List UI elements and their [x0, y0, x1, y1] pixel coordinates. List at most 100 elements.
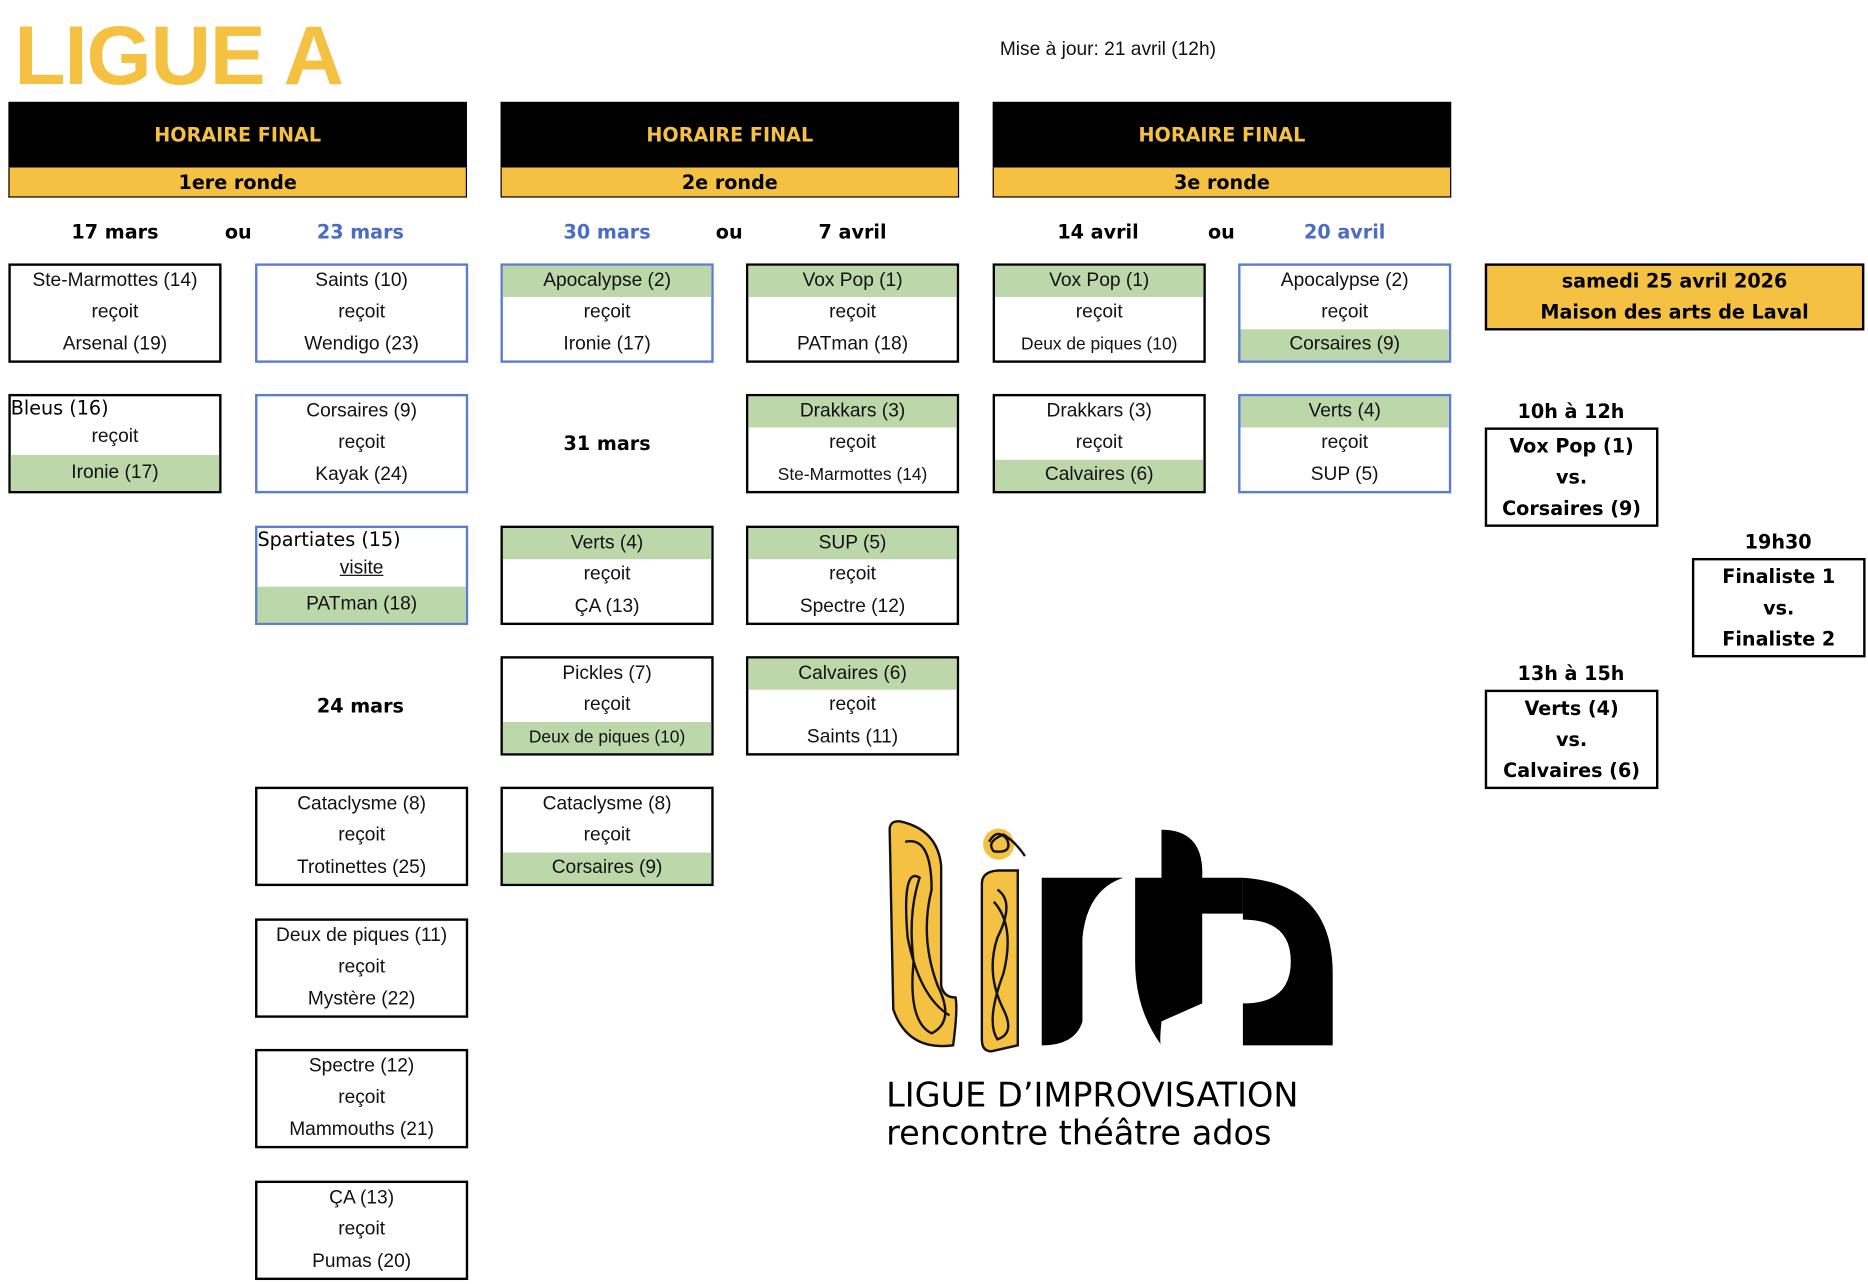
match-card: Corsaires (9) reçoit Kayak (24) [255, 393, 469, 494]
round-name: 3e ronde [992, 167, 1452, 198]
match-card: Spectre (12) reçoit Mammouths (21) [255, 1048, 469, 1149]
away-team: Mammouths (21) [289, 1119, 435, 1140]
match-verb: reçoit [829, 564, 876, 585]
home-team: Verts (4) [1240, 396, 1449, 428]
away-team: PATman (18) [257, 586, 466, 623]
round-date: 23 mars [316, 220, 404, 244]
away-team: Saints (11) [806, 726, 899, 747]
away-team: Calvaires (6) [995, 459, 1204, 491]
round-date: 14 avril [1057, 220, 1139, 244]
away-team: SUP (5) [1310, 464, 1379, 485]
round-date: 17 mars [71, 220, 159, 244]
round-header: HORAIRE FINAL 1ere ronde [8, 101, 467, 200]
vs-label: vs. [1556, 465, 1588, 489]
home-team: Bleus (16) [10, 396, 109, 420]
match-card: Drakkars (3) reçoit Ste-Marmottes (14) [745, 393, 960, 494]
away-team: Deux de piques (10) [1021, 335, 1178, 355]
home-team: Apocalypse (2) [502, 265, 712, 298]
logo-tagline-2: rencontre théâtre ados [886, 1113, 1272, 1154]
match-verb: reçoit [583, 564, 631, 585]
away-team: Arsenal (19) [62, 333, 168, 355]
round-date: 30 mars [563, 220, 651, 244]
round-date: ou [1207, 220, 1235, 244]
round-header: HORAIRE FINAL 2e ronde [500, 101, 960, 200]
away-team: PATman (18) [797, 333, 909, 355]
away-team: Wendigo (23) [304, 333, 419, 355]
team2: Calvaires (6) [1503, 759, 1641, 783]
finals-banner: samedi 25 avril 2026 Maison des arts de … [1484, 263, 1865, 331]
match-card: Cataclysme (8) reçoit Corsaires (9) [500, 786, 714, 887]
last-updated: Mise à jour: 21 avril (12h) [999, 39, 1216, 60]
final-time: 19h30 [1744, 530, 1812, 554]
final-time: 10h à 12h [1517, 399, 1625, 423]
home-team: Pickles (7) [562, 663, 652, 684]
match-card: Calvaires (6) reçoit Saints (11) [745, 656, 960, 756]
home-team: Ste-Marmottes (14) [32, 270, 198, 292]
match-card: Apocalypse (2) reçoit Ironie (17) [500, 263, 714, 363]
home-team: SUP (5) [748, 528, 957, 560]
home-team: Apocalypse (2) [1280, 270, 1409, 292]
vs-label: vs. [1763, 596, 1795, 620]
home-team: Spartiates (15) [257, 528, 401, 551]
away-team: Ironie (17) [563, 333, 651, 355]
round-date: 31 mars [563, 432, 651, 456]
match-verb: reçoit [91, 426, 139, 447]
match-verb: reçoit [338, 1219, 386, 1240]
away-team: Kayak (24) [315, 464, 408, 485]
round-date: 20 avril [1304, 220, 1386, 244]
home-team: Cataclysme (8) [297, 794, 427, 815]
team1: Finaliste 1 [1722, 564, 1836, 588]
finals-venue: Maison des arts de Laval [1540, 300, 1809, 324]
match-verb: reçoit [583, 695, 631, 716]
round-name: 2e ronde [500, 167, 960, 198]
match-verb: reçoit [1075, 302, 1123, 323]
match-card: Cataclysme (8) reçoit Trotinettes (25) [255, 786, 469, 887]
match-card: Pickles (7) reçoit Deux de piques (10) [500, 656, 714, 756]
match-verb: reçoit [91, 302, 139, 323]
match-verb: reçoit [338, 957, 386, 978]
match-card: SUP (5) reçoit Spectre (12) [745, 525, 960, 626]
round-header-title: HORAIRE FINAL [500, 101, 960, 168]
home-team: ÇA (13) [329, 1188, 395, 1209]
round-header: HORAIRE FINAL 3e ronde [992, 101, 1452, 200]
match-verb: reçoit [338, 1087, 386, 1109]
match-card: ÇA (13) reçoit Pumas (20) [255, 1180, 469, 1281]
home-team: Calvaires (6) [748, 658, 957, 691]
home-team: Verts (4) [502, 528, 712, 560]
match-card: Drakkars (3) reçoit Calvaires (6) [992, 393, 1206, 494]
finals-date: samedi 25 avril 2026 [1561, 269, 1788, 293]
match-card: Saints (10) reçoit Wendigo (23) [255, 263, 469, 363]
away-team: Corsaires (9) [502, 852, 712, 884]
away-team: Ste-Marmottes (14) [777, 465, 928, 485]
match-verb: reçoit [829, 302, 876, 323]
home-team: Spectre (12) [308, 1056, 415, 1077]
home-team: Deux de piques (11) [276, 925, 448, 947]
away-team: ÇA (13) [574, 596, 640, 617]
match-card: Apocalypse (2) reçoit Corsaires (9) [1238, 263, 1452, 363]
team1: Verts (4) [1524, 696, 1619, 720]
round-date: ou [224, 220, 252, 244]
home-team: Drakkars (3) [1046, 401, 1152, 422]
away-team: Trotinettes (25) [297, 857, 427, 878]
final-game: Finaliste 1 vs. Finaliste 2 [1691, 557, 1866, 658]
round-header-title: HORAIRE FINAL [8, 101, 467, 168]
match-verb: reçoit [1321, 302, 1369, 323]
match-verb: visite [339, 557, 384, 579]
home-team: Saints (10) [315, 270, 408, 292]
round-name: 1ere ronde [8, 167, 467, 198]
match-verb: reçoit [338, 302, 386, 323]
final-game: Verts (4) vs. Calvaires (6) [1484, 689, 1659, 790]
round-header-title: HORAIRE FINAL [992, 101, 1452, 168]
team1: Vox Pop (1) [1509, 434, 1634, 457]
team2: Finaliste 2 [1722, 627, 1836, 651]
final-time: 13h à 15h [1517, 662, 1625, 685]
match-verb: reçoit [583, 825, 631, 846]
match-card: Deux de piques (11) reçoit Mystère (22) [255, 918, 469, 1018]
page-title: LIGUE A [14, 8, 344, 102]
away-team: Ironie (17) [10, 455, 220, 491]
match-card: Verts (4) reçoit ÇA (13) [500, 525, 714, 626]
round-date: ou [715, 220, 743, 244]
round-date: 7 avril [818, 220, 887, 244]
match-verb: reçoit [338, 432, 386, 454]
